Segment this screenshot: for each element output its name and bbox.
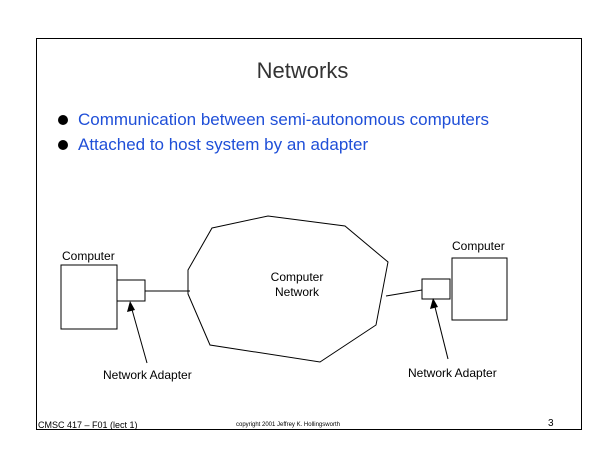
bullet-text: Communication between semi-autonomous co… xyxy=(78,110,490,129)
left-computer-box xyxy=(60,264,118,330)
left-adapter-arrow xyxy=(130,305,148,364)
left-adapter-box xyxy=(116,279,146,302)
slide-frame xyxy=(36,38,582,430)
right-computer-label: Computer xyxy=(452,239,505,253)
bullet-text: Attached to host system by an adapter xyxy=(78,135,369,154)
bullet-dot-icon xyxy=(58,115,68,125)
bullet-dot-icon xyxy=(58,140,68,150)
left-computer-label: Computer xyxy=(62,249,115,263)
network-label-line2: Network xyxy=(275,285,320,299)
network-cloud xyxy=(187,215,389,363)
bullet-list: Communication between semi-autonomous co… xyxy=(56,109,489,159)
footer-course: CMSC 417 – F01 (lect 1) xyxy=(38,420,138,430)
right-adapter-arrow xyxy=(433,302,449,360)
left-adapter-label: Network Adapter xyxy=(103,368,192,382)
left-adapter-arrowhead xyxy=(127,301,135,312)
right-adapter-label: Network Adapter xyxy=(408,366,497,380)
right-adapter-arrowhead xyxy=(430,298,438,309)
right-computer-box xyxy=(451,257,508,321)
right-link-line xyxy=(385,289,423,297)
bullet-item: Communication between semi-autonomous co… xyxy=(56,109,489,134)
bullet-item: Attached to host system by an adapter xyxy=(56,134,489,159)
network-label-line1: Computer xyxy=(271,270,324,284)
footer-copyright: copyright 2001 Jeffrey K. Hollingsworth xyxy=(236,422,340,428)
right-adapter-box xyxy=(421,278,451,300)
page-number: 3 xyxy=(548,418,554,429)
slide-title: Networks xyxy=(256,58,349,83)
